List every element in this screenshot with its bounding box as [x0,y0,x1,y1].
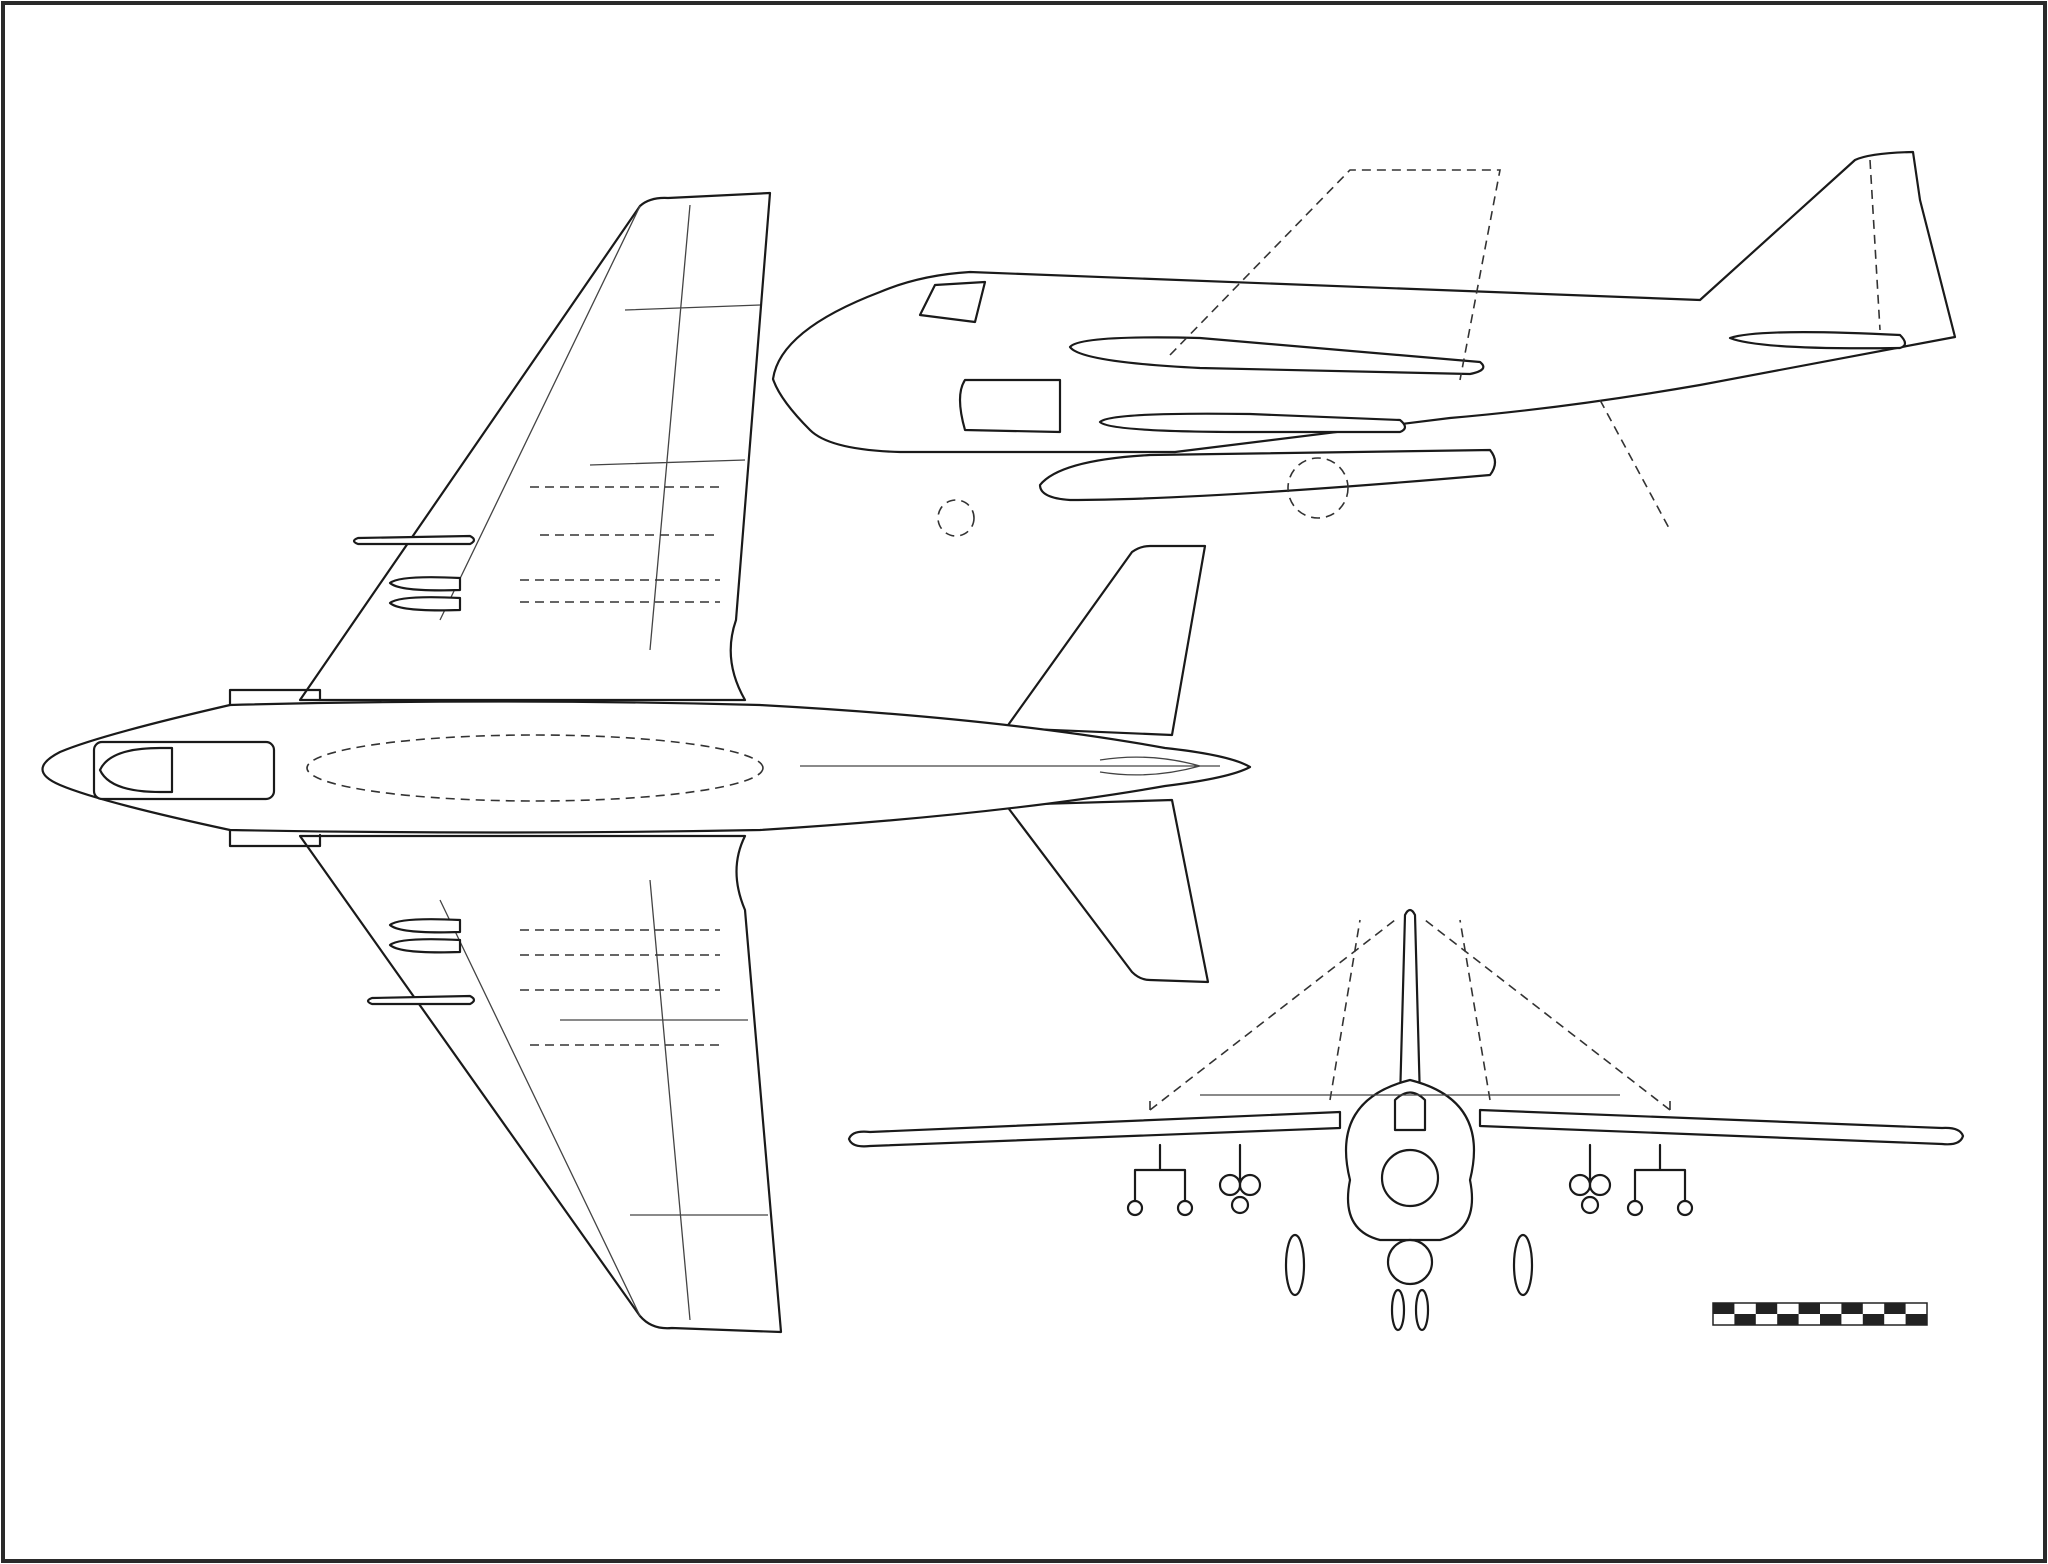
scale-bar-segment [1884,1303,1906,1314]
side-view [771,150,1957,537]
fin-front [1398,908,1422,1102]
scale-bar-segment [1841,1303,1863,1314]
intake [958,378,1062,434]
left-wing-front [847,1110,1342,1148]
scale-bar-segment [1798,1303,1820,1314]
fuselage-plan [41,688,1252,848]
scale-bar-segment [1820,1314,1842,1325]
scale-bar-segment [1713,1303,1735,1314]
front-view [847,908,1965,1332]
front-stores [1126,1143,1694,1332]
scale-bar-segment [1734,1314,1756,1325]
canopy [92,740,276,801]
fuselage-side [771,150,1957,454]
scale-bar-segment [1862,1314,1885,1325]
side-canopy [918,280,987,324]
scale-bar-segment [1777,1314,1799,1325]
drop-tank [1038,448,1497,502]
upper-wing [298,191,772,702]
tailplane [1004,544,1210,984]
scale-bar-segment [1755,1303,1778,1314]
scale-bar [1712,1302,1928,1326]
scale-bar-segment [1905,1314,1927,1325]
right-wing-front [1478,1108,1965,1146]
plan-view [41,191,1252,1334]
fuselage-front [1344,1078,1476,1242]
lower-wing [298,834,783,1334]
